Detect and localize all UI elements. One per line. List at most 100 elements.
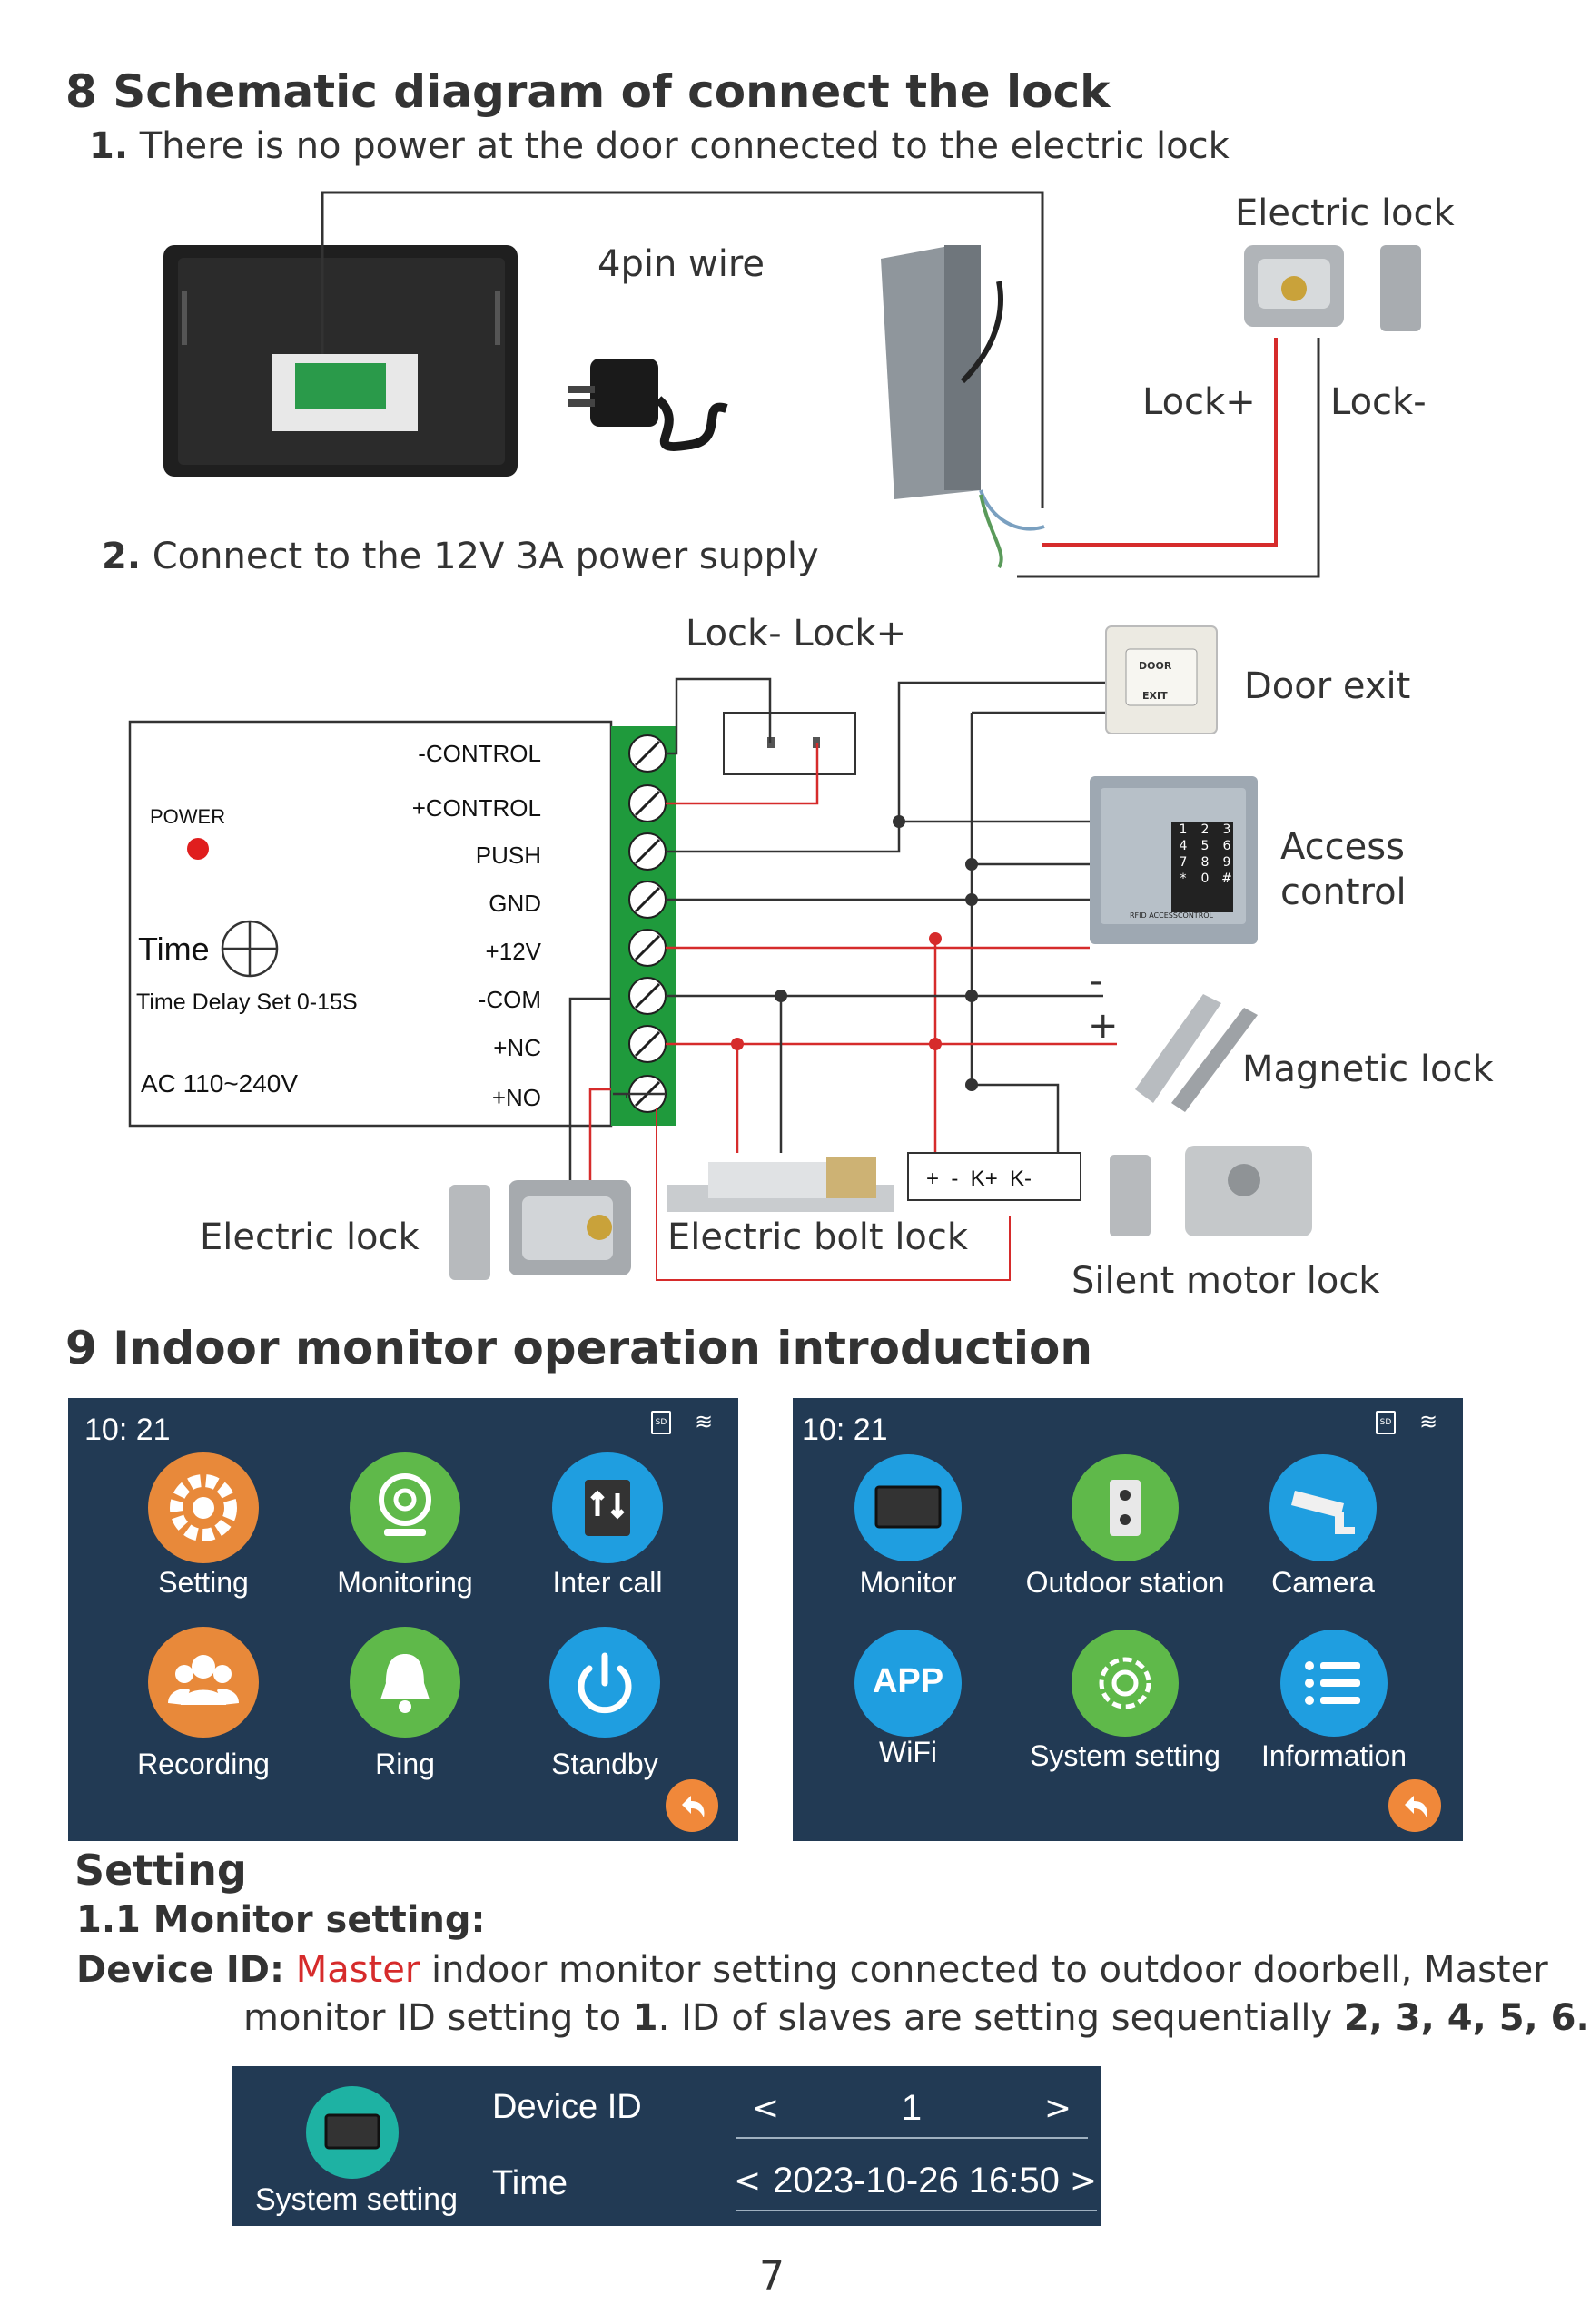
access-control-keypad-image (1090, 776, 1258, 944)
electric-lock-image-top (1244, 245, 1421, 331)
desc-line2a: monitor ID setting to (243, 1997, 633, 2039)
system-setting-icon[interactable] (1072, 1630, 1179, 1737)
outdoor-station-icon[interactable] (1072, 1454, 1179, 1561)
wifi-icon: ≋ (1419, 1409, 1438, 1434)
master-highlight: Master (295, 1949, 420, 1991)
outdoor-station-image (881, 245, 1045, 569)
item2-text: 2. Connect to the 12V 3A power supply (102, 536, 819, 577)
time-next-button[interactable]: > (1069, 2162, 1097, 2200)
recording-label: Recording (137, 1748, 270, 1780)
keypad-key: # (1221, 872, 1232, 886)
power-label: POWER (150, 805, 226, 828)
keypad-key: 3 (1222, 822, 1231, 837)
door-exit-button-image (1105, 625, 1218, 734)
outdoor-station-label: Outdoor station (1025, 1566, 1225, 1599)
wifi-icon: ≋ (695, 1409, 714, 1434)
device-id-description-line1: Device ID: Master indoor monitor setting… (76, 1949, 1548, 1991)
camera-icon[interactable] (1269, 1454, 1377, 1561)
keypad-caption: RFID ACCESSCONTROL (1130, 911, 1214, 920)
time-delay-label: Time Delay Set 0-15S (136, 990, 358, 1015)
power-adapter-image (568, 359, 728, 451)
terminal-control-minus: -CONTROL (418, 740, 541, 767)
wifi-label: WiFi (879, 1736, 937, 1768)
terminal-gnd: GND (489, 890, 541, 917)
keypad-key: 1 (1179, 822, 1188, 837)
desc-line2c: . ID of slaves are setting sequentially (657, 1997, 1344, 2039)
terminal-control-plus: +CONTROL (411, 794, 541, 822)
monitoring-icon[interactable] (350, 1452, 460, 1563)
item1-text: 1. There is no power at the door connect… (89, 125, 1230, 167)
setting-heading: Setting (74, 1846, 247, 1895)
electric-lock-image-bottom (449, 1180, 631, 1280)
back-icon[interactable] (666, 1779, 718, 1832)
back-icon[interactable] (1388, 1779, 1441, 1832)
setting-icon[interactable] (148, 1452, 259, 1563)
indoor-monitor-image (163, 245, 518, 477)
section8-title: 8 Schematic diagram of connect the lock (65, 65, 1111, 118)
keypad-key: 0 (1200, 872, 1210, 886)
section9-title: 9 Indoor monitor operation introduction (65, 1322, 1092, 1374)
desc-line2b: 1 (632, 1997, 658, 2039)
terminal-com: -COM (478, 986, 541, 1013)
terminal-no: +NO (491, 1084, 541, 1111)
silent-motor-lock-label: Silent motor lock (1072, 1260, 1380, 1302)
door-exit-label: Door exit (1244, 665, 1411, 707)
desc-line1: indoor monitor setting connected to outd… (420, 1949, 1548, 1991)
device-id-description-line2: monitor ID setting to 1. ID of slaves ar… (243, 1997, 1590, 2039)
standby-label: Standby (551, 1748, 658, 1780)
time-row-label: Time (492, 2164, 568, 2202)
monitor-label: Monitor (859, 1566, 957, 1599)
wire-label: 4pin wire (597, 243, 765, 285)
keypad-grid: 1 2 3 4 5 6 7 8 9 * 0 # (1173, 822, 1233, 886)
ring-label: Ring (375, 1748, 435, 1780)
terminal-nc: +NC (493, 1034, 541, 1061)
device-id-row-label: Device ID (492, 2088, 642, 2126)
ring-icon[interactable] (350, 1627, 460, 1738)
time-prev-button[interactable]: < (734, 2162, 762, 2200)
device-id-label: Device ID: (76, 1949, 284, 1991)
silent-motor-lock-image (1110, 1146, 1312, 1236)
time-value-selector[interactable]: < 2023-10-26 16:50 > (734, 2157, 1097, 2211)
electric-bolt-lock-image (667, 1157, 894, 1212)
time-label: Time (138, 931, 210, 968)
device-id-prev-button[interactable]: < (752, 2090, 780, 2127)
recording-icon[interactable] (148, 1627, 259, 1738)
access-control-label-1: Access (1280, 826, 1405, 868)
lock-minus-plus-label: Lock- Lock+ (686, 613, 907, 655)
keypad-key: 4 (1179, 839, 1188, 853)
keypad-key: 7 (1179, 855, 1188, 870)
app-label: APP (872, 1662, 944, 1700)
magnetic-lock-plus: + (1088, 1005, 1119, 1047)
magnetic-lock-minus: - (1090, 960, 1103, 1002)
monitoring-label: Monitoring (337, 1566, 473, 1599)
system-setting-label: System setting (1030, 1739, 1220, 1772)
system-setting-monitor-icon (306, 2086, 399, 2179)
device-id-value-selector[interactable]: < 1 > (736, 2084, 1088, 2139)
keypad-key: 5 (1200, 839, 1210, 853)
page-number: 7 (759, 2253, 785, 2299)
device-id-value: 1 (901, 2088, 923, 2128)
item1-num: 1. (89, 125, 129, 167)
standby-icon[interactable] (549, 1627, 660, 1738)
system-setting-panel: System setting Device ID < 1 > Time < 20… (232, 2066, 1101, 2226)
setting-label: Setting (158, 1566, 249, 1599)
door-exit-line1: DOOR (1139, 660, 1172, 672)
clock: 10: 21 (84, 1413, 171, 1447)
door-exit-line2: EXIT (1142, 690, 1168, 702)
device-id-next-button[interactable]: > (1043, 2090, 1072, 2127)
keypad-key: 9 (1222, 855, 1231, 870)
inter-call-icon[interactable] (552, 1452, 663, 1563)
keypad-key: 6 (1222, 839, 1231, 853)
electric-lock-label-top: Electric lock (1235, 192, 1455, 234)
magnetic-lock-label: Magnetic lock (1242, 1049, 1494, 1090)
information-icon[interactable] (1280, 1630, 1388, 1737)
inter-call-label: Inter call (552, 1566, 663, 1599)
monitor-screen-main: 10: 21 SD ≋ Setting Monitoring Inter cal… (68, 1398, 738, 1841)
electric-bolt-lock-label: Electric bolt lock (667, 1216, 969, 1258)
magnetic-lock-image (1135, 994, 1258, 1112)
information-label: Information (1260, 1739, 1407, 1772)
desc-line2d: 2, 3, 4, 5, 6. (1343, 1997, 1590, 2039)
monitor-icon[interactable] (854, 1454, 962, 1561)
app-wifi-icon[interactable]: APP (854, 1630, 962, 1737)
lock-minus-label: Lock- (1330, 381, 1427, 423)
